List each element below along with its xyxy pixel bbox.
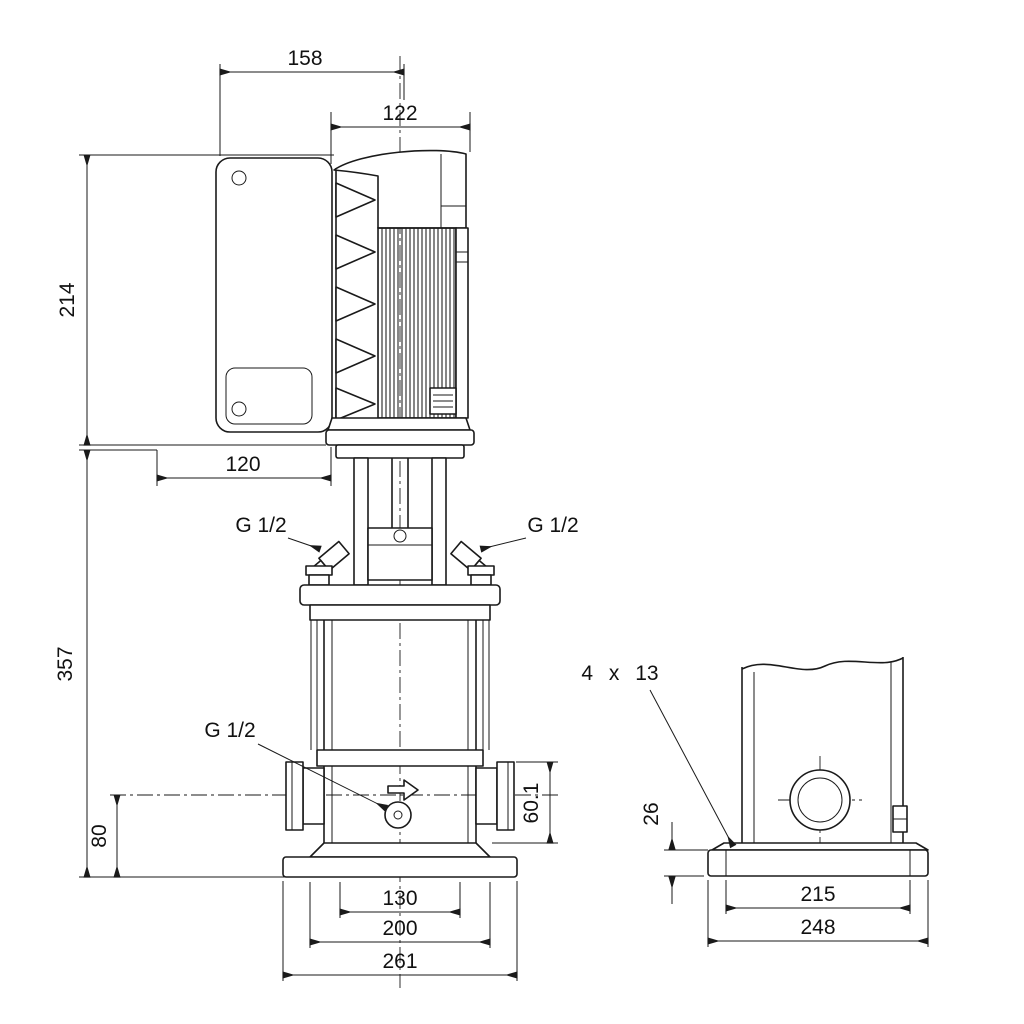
dimension-120: 120 xyxy=(79,447,332,486)
front-view-motor xyxy=(215,149,475,459)
motor-side-strip xyxy=(455,227,469,419)
front-view-coupling xyxy=(299,457,501,621)
pump-head-lower xyxy=(309,604,491,621)
drain-g12-label: G 1/2 xyxy=(204,719,255,742)
dim-215-label: 215 xyxy=(800,883,835,906)
adapter-flange xyxy=(335,444,465,459)
flow-direction-arrow-icon xyxy=(387,779,419,801)
pump-base-upper xyxy=(309,842,491,858)
coupling-guard-left xyxy=(353,457,369,586)
dim-357-label: 357 xyxy=(54,646,77,681)
dimension-g12-drain: G 1/2 xyxy=(204,719,389,812)
control-box-screw-top-icon xyxy=(231,170,247,186)
side-view xyxy=(707,657,929,877)
dimension-261: 261 xyxy=(282,881,518,981)
motor-flange xyxy=(325,429,475,446)
dim-261-label: 261 xyxy=(382,950,417,973)
dim-60-1-label: 60.1 xyxy=(520,783,543,824)
pump-baseplate xyxy=(282,856,518,878)
dim-120-label: 120 xyxy=(225,453,260,476)
dimension-357: 357 xyxy=(54,449,286,878)
dimension-g12-left: G 1/2 xyxy=(235,514,322,553)
dim-80-label: 80 xyxy=(88,824,111,847)
control-box xyxy=(215,157,333,433)
control-box-terminal-panel xyxy=(225,367,313,425)
coupling-screw-icon xyxy=(393,529,407,543)
dimension-130: 130 xyxy=(339,882,461,918)
dimension-215: 215 xyxy=(725,880,911,914)
port-g12-left-label: G 1/2 xyxy=(235,514,286,537)
drain-plug xyxy=(384,801,412,829)
dimension-4x13: 4 x 13 xyxy=(581,662,737,849)
dimension-248: 248 xyxy=(707,880,929,947)
mounting-holes-label: 4 x 13 xyxy=(581,662,658,685)
staybolt-nut-left xyxy=(305,565,333,586)
side-plug xyxy=(892,805,908,833)
dim-248-label: 248 xyxy=(800,916,835,939)
discharge-port-right xyxy=(475,761,515,831)
coupling-guard-right xyxy=(431,457,447,586)
port-g12-right-label: G 1/2 xyxy=(527,514,578,537)
side-base-lip xyxy=(711,842,929,851)
drain-plug-center xyxy=(393,810,403,820)
dim-200-label: 200 xyxy=(382,917,417,940)
dim-158-label: 158 xyxy=(287,47,322,70)
motor-foot xyxy=(327,417,471,431)
motor-fan-cover xyxy=(333,149,467,229)
dimension-200: 200 xyxy=(309,882,491,948)
dim-122-label: 122 xyxy=(382,102,417,125)
control-box-screw-bottom-icon xyxy=(231,401,247,417)
dimension-g12-right: G 1/2 xyxy=(479,514,579,553)
dimension-26: 26 xyxy=(640,802,708,904)
sleeve-ring xyxy=(316,749,484,767)
suction-port-left xyxy=(285,761,325,831)
staybolt-nut-right xyxy=(467,565,495,586)
side-port-inner xyxy=(797,777,843,823)
front-view-pump-body xyxy=(282,620,518,878)
dimension-214: 214 xyxy=(56,154,334,446)
pump-head-flange xyxy=(299,584,501,606)
dim-26-label: 26 xyxy=(640,802,663,825)
side-port-outer xyxy=(789,769,851,831)
dimension-60-1: 60.1 xyxy=(492,761,558,844)
dim-214-label: 214 xyxy=(56,282,79,317)
dimension-80: 80 xyxy=(88,794,121,878)
motor-nameplate xyxy=(429,387,457,415)
clamp-tabs xyxy=(335,168,376,430)
side-baseplate xyxy=(707,849,929,877)
dim-130-label: 130 xyxy=(382,887,417,910)
sleeve-break-line xyxy=(741,657,904,671)
coupling-block xyxy=(367,527,433,581)
dimension-158: 158 xyxy=(219,47,405,156)
